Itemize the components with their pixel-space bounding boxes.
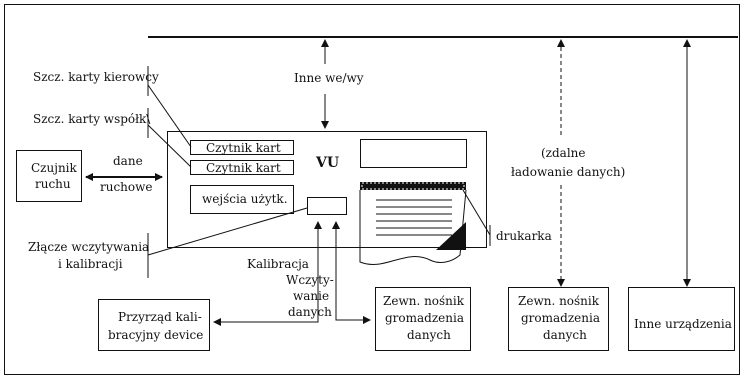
remote-download-line-2: ładowanie danych) <box>511 165 625 179</box>
user-inputs-label: wejścia użytk. <box>202 192 288 206</box>
motion-data-line-2: ruchowe <box>100 180 153 194</box>
motion-sensor-line-1: Czujnik <box>31 161 78 175</box>
calib-connector-line-2: i kalibracji <box>58 257 123 271</box>
card-reader-1-box <box>190 140 294 155</box>
printer-slot <box>360 182 466 190</box>
ext-storage-1-line-1: Zewn. nośnik <box>383 294 465 308</box>
remote-download-line-1: (zdalne <box>541 146 586 160</box>
data-download-line-1: Wczyty- <box>286 273 334 287</box>
driver-slot-leader <box>147 84 192 148</box>
vu-box <box>167 131 487 248</box>
data-download-arrow <box>332 221 371 324</box>
printer-paper <box>359 189 467 265</box>
data-download-line-3: danych <box>288 305 332 319</box>
connector-box <box>307 197 347 215</box>
calibration-arrow <box>213 221 322 326</box>
printer-slot-pattern <box>361 182 465 190</box>
card-reader-2-box <box>190 160 294 175</box>
ext-storage-1-box <box>375 287 471 351</box>
motion-data-line-1: dane <box>113 154 143 168</box>
ext-storage-2-line-3: danych <box>543 328 587 342</box>
printer-label: drukarka <box>496 229 552 243</box>
vu-label: VU <box>315 155 339 171</box>
ext-storage-1-line-2: gromadzenia <box>385 311 464 325</box>
calib-device-line-1: Przyrząd kali- <box>118 310 202 324</box>
display-box <box>360 139 467 168</box>
ext-storage-1-line-3: danych <box>407 328 451 342</box>
other-devices-label: Inne urządzenia <box>634 317 732 331</box>
card-reader-1-label: Czytnik kart <box>206 141 281 155</box>
calib-connector-line-1: Złącze wczytywania <box>28 240 149 254</box>
calib-device-line-2: bracyjny device <box>108 328 203 342</box>
printer-leader <box>462 189 491 236</box>
calib-device-box <box>98 299 210 351</box>
user-inputs-box <box>190 185 294 214</box>
codriver-slot-leader <box>147 124 192 168</box>
other-devices-box <box>628 287 735 351</box>
ext-storage-2-line-2: gromadzenia <box>521 311 600 325</box>
other-io-label: Inne we/wy <box>294 71 364 85</box>
codriver-slot-label: Szcz. karty współk\ <box>33 112 151 126</box>
calibration-label: Kalibracja <box>247 257 309 271</box>
motion-sensor-line-2: ruchu <box>35 177 71 191</box>
data-download-line-2: wanie <box>293 289 329 303</box>
ext-storage-2-line-1: Zewn. nośnik <box>518 294 600 308</box>
motion-sensor-box <box>16 150 82 202</box>
ext-storage-2-box <box>508 287 609 351</box>
printer-roll <box>436 222 466 250</box>
driver-slot-label: Szcz. karty kierowcy <box>33 70 159 84</box>
card-reader-2-label: Czytnik kart <box>206 161 281 175</box>
diagram-frame <box>4 4 740 375</box>
